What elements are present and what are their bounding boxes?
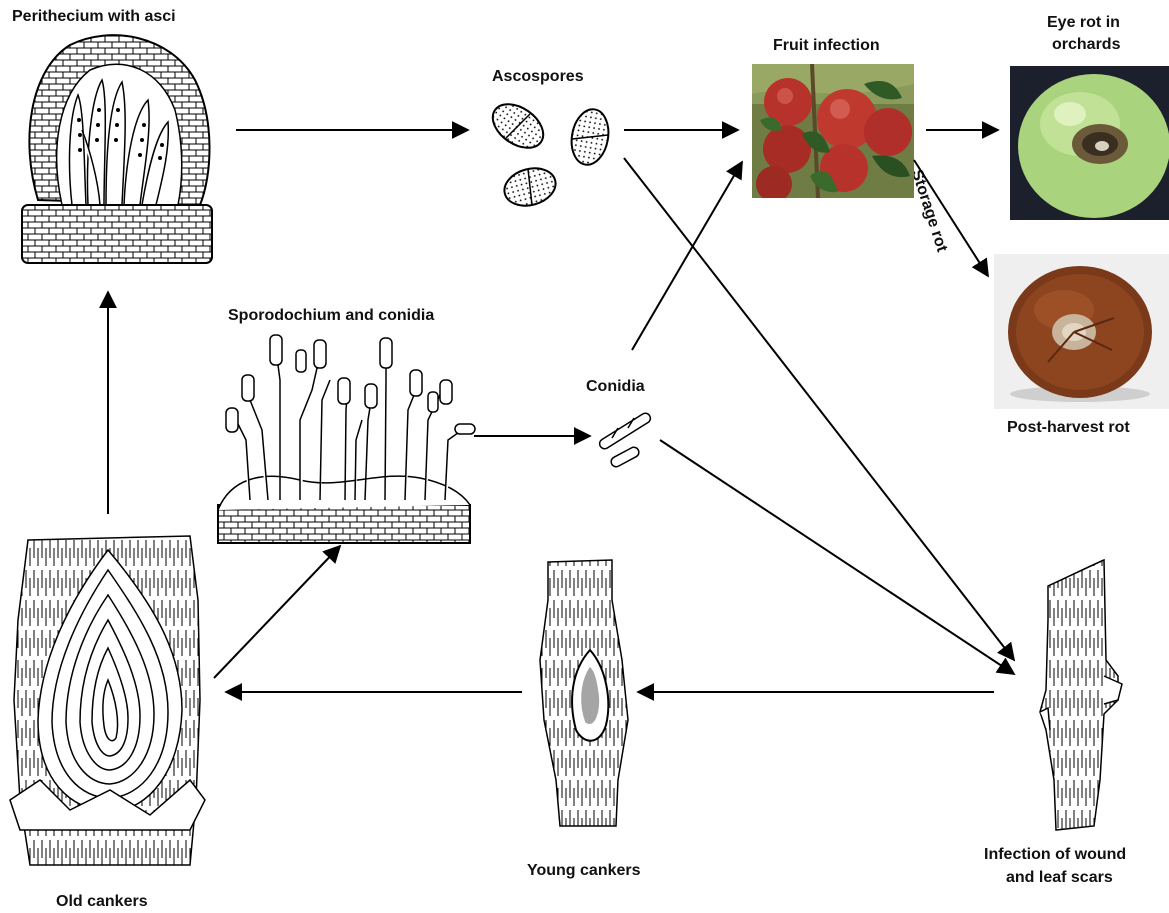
- conidia-drawing: [598, 411, 652, 468]
- arrow-old-cankers-to-sporodochium: [214, 546, 340, 678]
- arrow-fruit-to-storage-rot: [914, 160, 988, 276]
- old-cankers-drawing: [10, 536, 205, 865]
- young-cankers-drawing: [540, 560, 628, 826]
- arrow-conidia-to-wound: [660, 440, 1014, 674]
- sporodochium-drawing: [218, 335, 475, 543]
- ascospores-drawing: [485, 95, 613, 211]
- arrow-ascospores-to-wound: [624, 158, 1014, 660]
- wound-infection-drawing: [1040, 560, 1122, 830]
- perithecium-drawing: [22, 35, 212, 263]
